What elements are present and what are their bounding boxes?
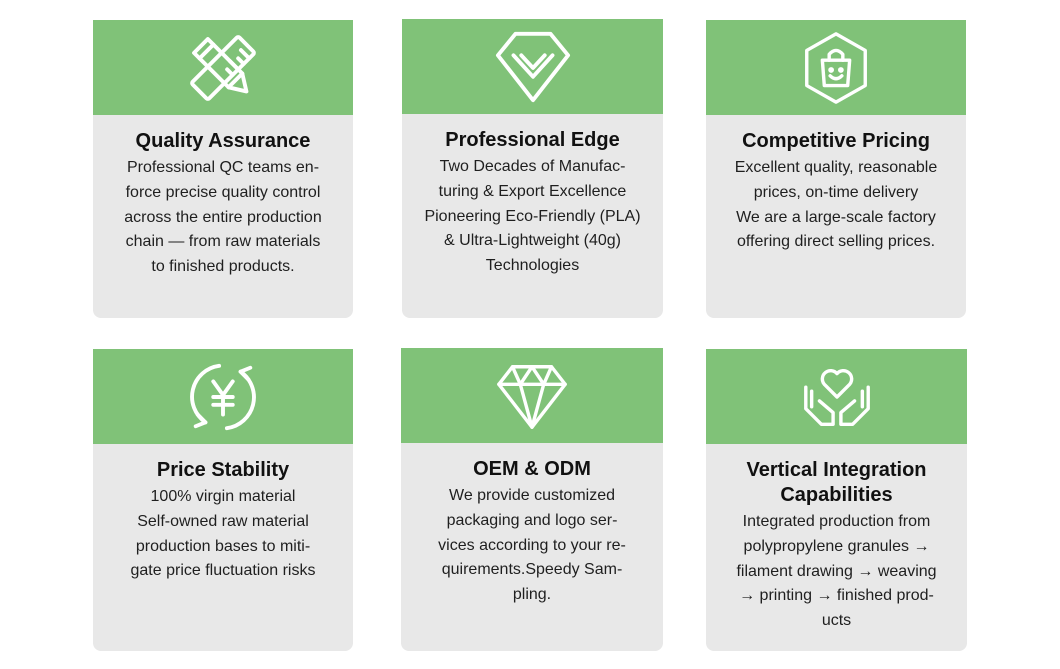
feature-card-vertical-integration: Vertical Integration Capabilities Integr… [706,349,967,651]
pencil-ruler-icon [190,34,256,101]
description-line: Self-owned raw material [137,512,309,530]
feature-card-competitive-pricing: Competitive Pricing Excellent quality, r… [706,20,966,318]
description-line: pling. [512,586,552,604]
card-title: Vertical Integration Capabilities [716,458,957,508]
description-line: → printing → finished prod- [739,587,934,605]
title-line: Vertical Integration [746,459,927,481]
card-description: Integrated production from polypropylene… [716,510,957,634]
description-line: ucts [821,612,852,630]
description-line: & Ultra-Lightweight (40g) [444,232,621,250]
card-header [706,349,967,444]
card-body: Price Stability 100% virgin material Sel… [93,444,353,584]
shield-check-icon [495,31,570,102]
description-line: Integrated production from [742,513,931,530]
description-line: across the entire production [124,208,322,226]
description-line: vices according to your re- [438,536,626,554]
shopping-bag-icon [805,31,867,104]
feature-card-price-stability: Price Stability 100% virgin material Sel… [93,349,353,651]
card-header [401,348,663,443]
description-line: gate price fluctuation risks [130,562,316,580]
description-line: polypropylene granules → [743,537,930,555]
card-body: Competitive Pricing Excellent quality, r… [706,115,966,255]
yen-cycle-icon [190,363,256,430]
card-description: We provide customized packaging and logo… [411,484,653,608]
description-line: Two Decades of Manufac- [439,158,626,175]
description-line: We provide customized [449,487,615,504]
description-line: We are a large-scale factory [736,208,936,226]
feature-card-professional-edge: Professional Edge Two Decades of Manufac… [402,19,663,318]
card-title: Professional Edge [445,129,620,151]
description-line: 100% virgin material [150,488,296,505]
description-line: filament drawing → weaving [736,562,937,580]
card-body: Quality Assurance Professional QC teams … [93,115,353,280]
description-line: packaging and logo ser- [446,511,618,529]
feature-card-oem-odm: OEM & ODM We provide customized packagin… [401,348,663,651]
card-title: Price Stability [156,459,290,481]
diamond-icon [497,364,567,429]
card-header [93,20,353,115]
description-line: turing & Export Excellence [438,182,627,200]
card-description: 100% virgin material Self-owned raw mate… [103,485,343,584]
card-body: Professional Edge Two Decades of Manufac… [402,114,663,279]
description-line: Technologies [485,257,580,275]
feature-card-quality-assurance: Quality Assurance Professional QC teams … [93,20,353,318]
card-header [93,349,353,444]
card-title: Quality Assurance [135,130,311,152]
card-description: Professional QC teams en- force precise … [103,156,343,280]
card-body: Vertical Integration Capabilities Integr… [706,444,967,634]
heart-hands-icon [803,368,870,426]
title-line: Capabilities [780,484,893,506]
description-line: to finished products. [151,258,295,276]
card-header [402,19,663,114]
description-line: prices, on-time delivery [753,183,919,201]
card-header [706,20,966,115]
description-line: Excellent quality, reasonable [734,159,938,176]
card-body: OEM & ODM We provide customized packagin… [401,443,663,608]
card-description: Two Decades of Manufac- turing & Export … [412,155,653,279]
description-line: quirements.Speedy Sam- [441,561,623,579]
description-line: production bases to miti- [135,537,311,555]
card-title: OEM & ODM [473,458,591,480]
card-description: Excellent quality, reasonable prices, on… [716,156,956,255]
description-line: Professional QC teams en- [126,159,320,176]
description-line: force precise quality control [125,183,321,201]
description-line: offering direct selling prices. [736,233,936,251]
description-line: chain — from raw materials [125,233,321,251]
card-title: Competitive Pricing [742,130,930,152]
description-line: Pioneering Eco-Friendly (PLA) [424,207,641,225]
